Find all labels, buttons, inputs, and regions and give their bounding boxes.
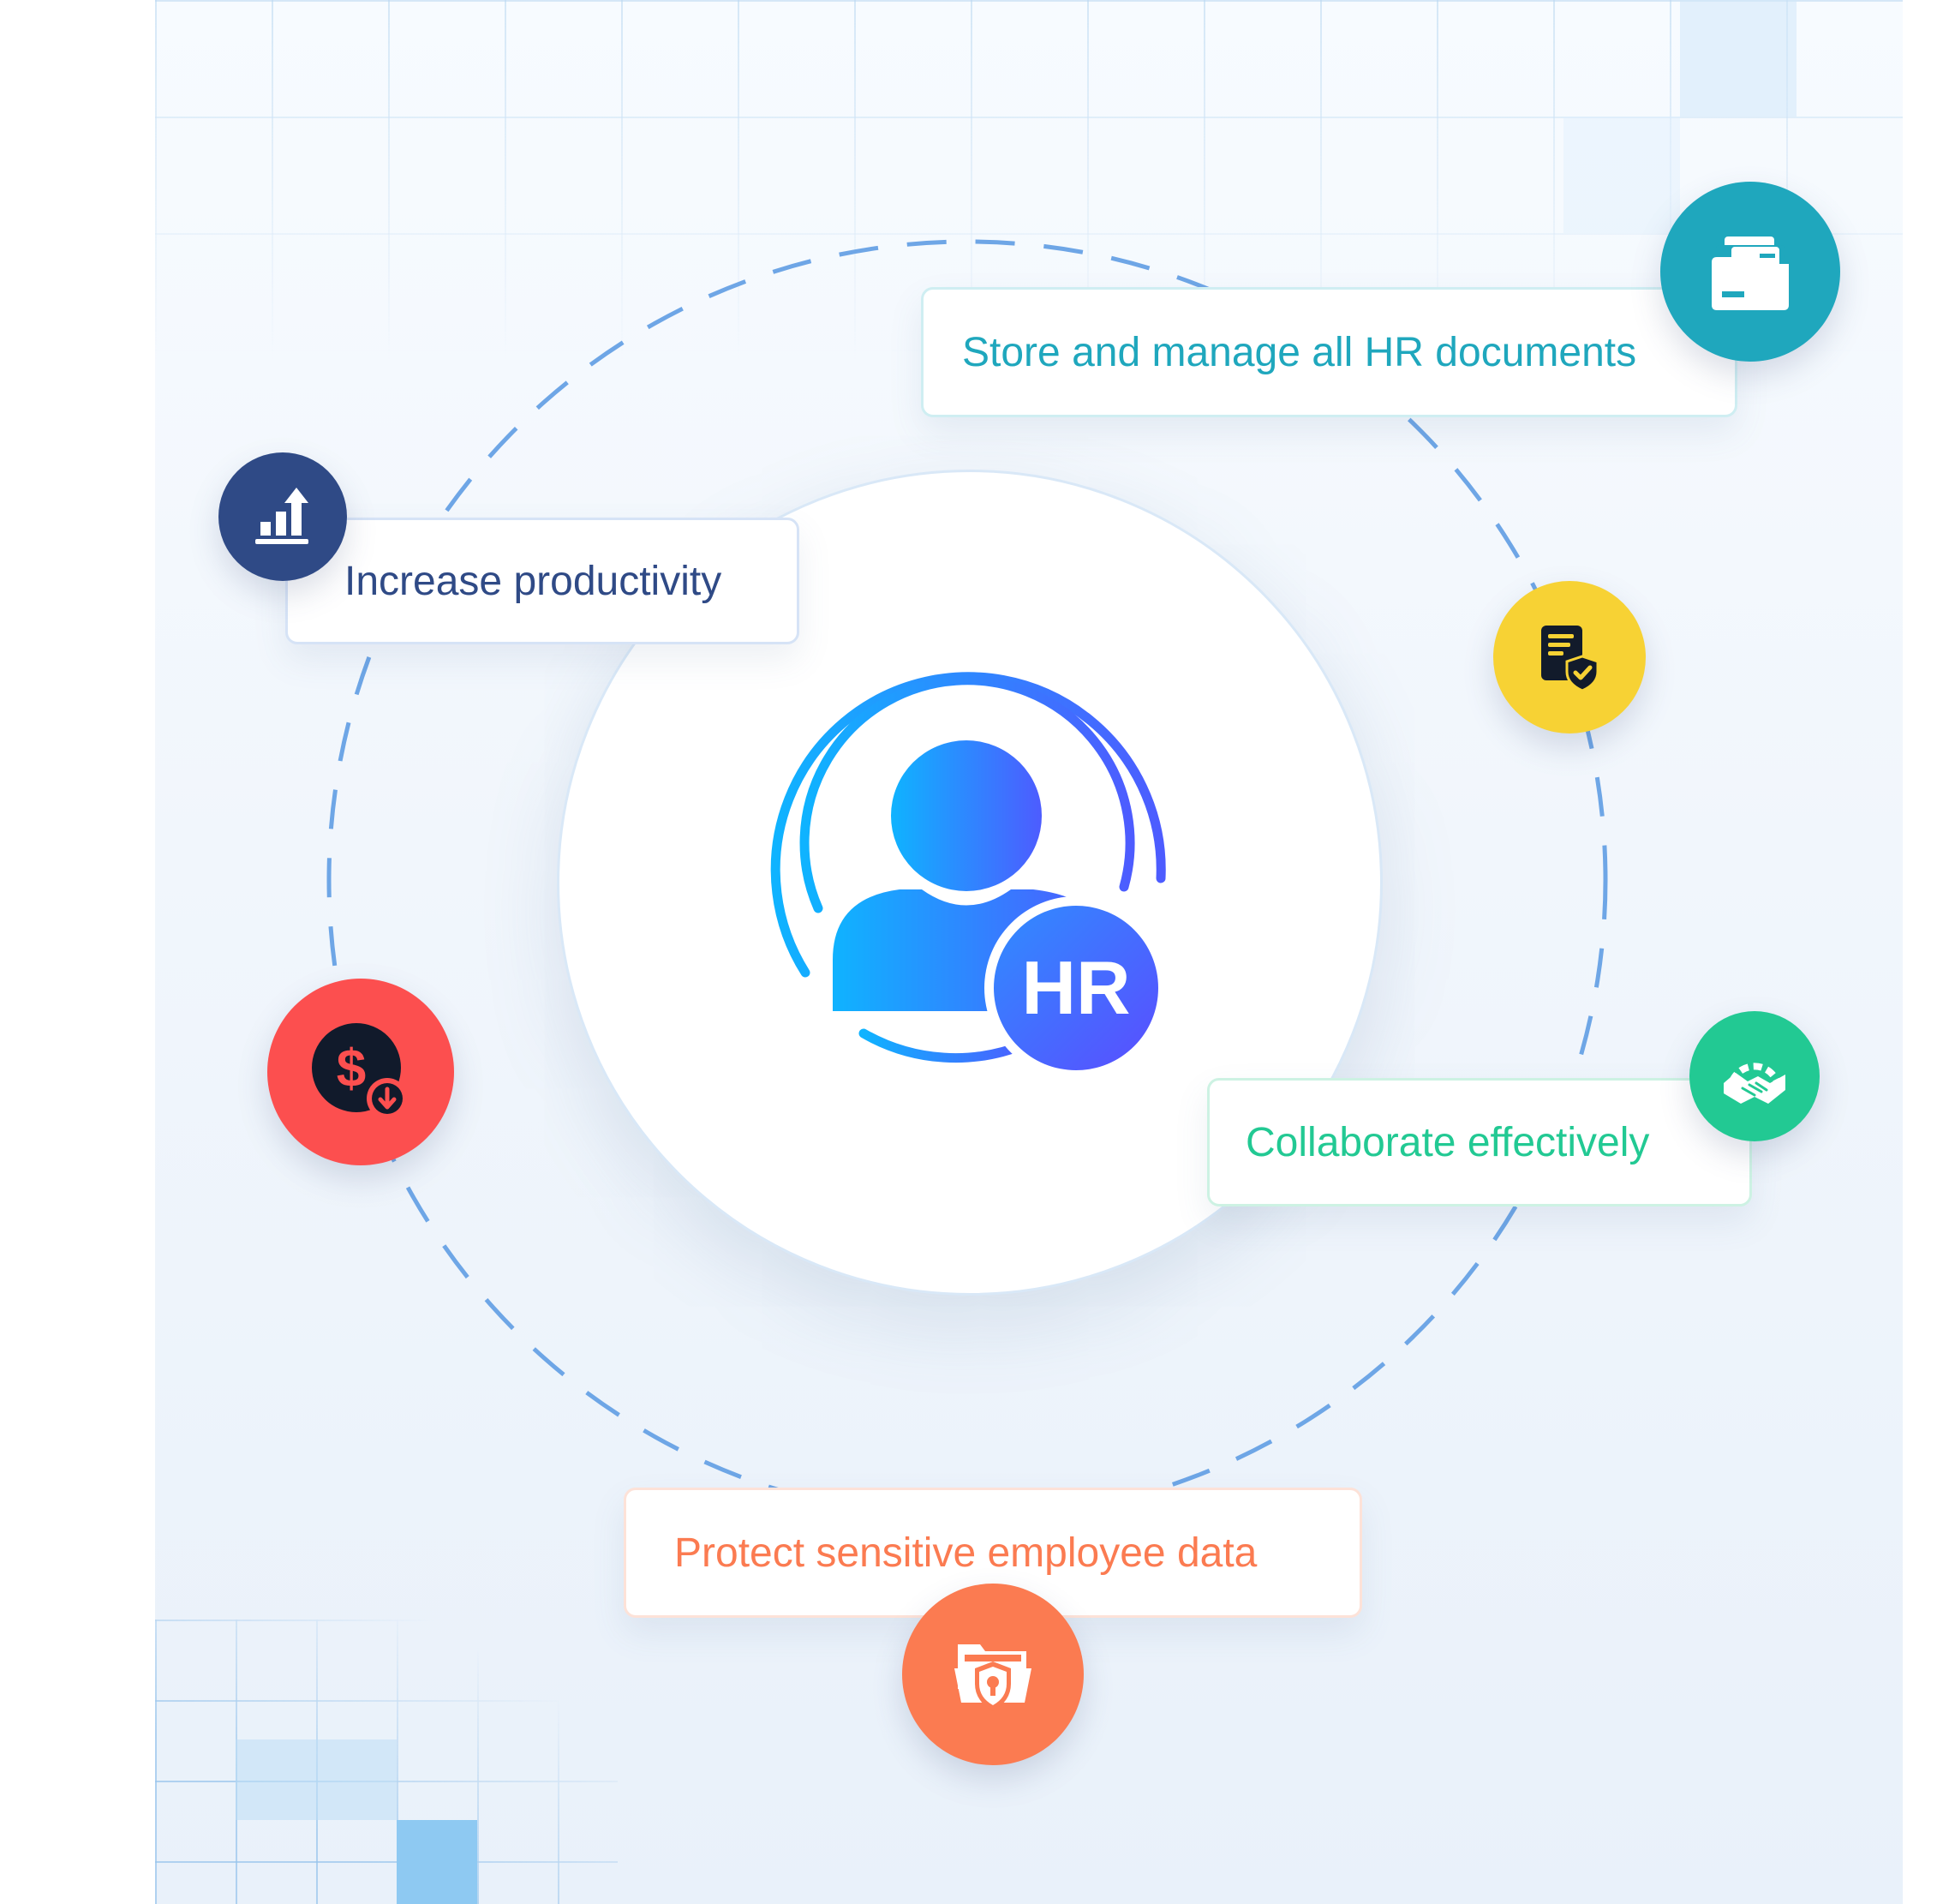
secure-folder-icon [954,1644,1031,1711]
background-tile [236,1739,397,1820]
feature-card-productivity: Increase productivity [285,518,799,644]
feature-label-collaboration: Collaborate effectively [1246,1119,1650,1165]
secure-folder-badge [902,1584,1084,1765]
document-shield-badge [1493,581,1646,733]
background-tile [1563,117,1680,233]
feature-label-productivity: Increase productivity [344,558,722,604]
handshake-gear-icon [1724,1063,1785,1104]
handshake-gear-badge [1689,1011,1820,1141]
hr-badge-text: HR [1021,945,1130,1030]
cost-reduction-badge: $ [267,979,454,1165]
document-shield-icon [1541,626,1599,692]
folder-documents-badge [1660,182,1840,362]
svg-text:$: $ [337,1039,366,1099]
bar-chart-up-badge [218,452,347,581]
background-tile [1680,0,1797,117]
bar-chart-up-icon [255,488,308,544]
background-tile [397,1820,477,1904]
feature-card-documents: Store and manage all HR documents [921,287,1737,417]
folder-documents-icon [1712,237,1789,310]
feature-label-protection: Protect sensitive employee data [674,1530,1258,1576]
hr-user-icon: HR [770,672,1168,1080]
feature-card-collaboration: Collaborate effectively [1207,1078,1752,1206]
feature-label-documents: Store and manage all HR documents [962,329,1637,375]
cost-reduction-icon: $ [312,1023,408,1119]
